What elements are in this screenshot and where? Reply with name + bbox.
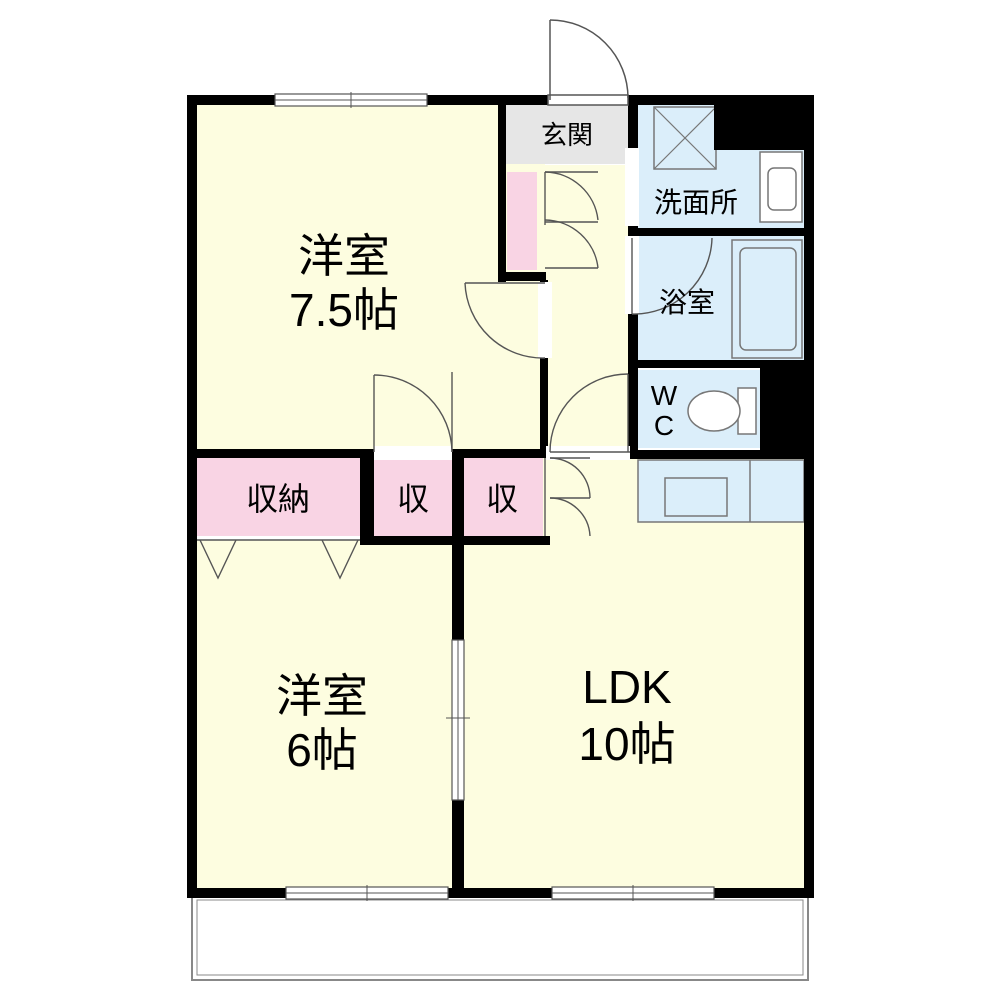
vanity-basin [767, 167, 797, 211]
pan-cross-2 [653, 106, 717, 170]
bathtub [731, 239, 803, 359]
closet-1-label: 収 [397, 481, 429, 517]
storage-label: 収納 [246, 481, 310, 517]
windows [274, 92, 715, 901]
front-door [547, 19, 629, 106]
toilet-bowl [687, 390, 741, 432]
entrance-floor [505, 102, 629, 164]
western-room-1-floor [195, 102, 545, 452]
western-room-2-size: 6帖 [286, 724, 358, 776]
western-room-2-name: 洋室 [276, 670, 368, 722]
entrance-label: 玄関 [541, 120, 593, 150]
ldk-size: 10帖 [578, 718, 675, 770]
hall-closet-floor [507, 172, 537, 270]
closet-2-label: 収 [486, 481, 518, 517]
western-room-1-name: 洋室 [298, 230, 390, 282]
closet-1-floor [374, 458, 452, 536]
toilet-label-c: C [654, 410, 674, 441]
interior-doors [373, 148, 713, 537]
storage-folding-doors [197, 539, 360, 580]
storage-floor [197, 458, 360, 536]
bathroom-label: 浴室 [659, 287, 715, 318]
bathroom-floor [638, 236, 804, 362]
western-room-2-floor [195, 540, 457, 890]
kitchen-counter [637, 459, 805, 523]
washroom-label: 洗面所 [654, 187, 738, 218]
balcony-inner-line [196, 899, 804, 976]
western-room-1-size: 7.5帖 [289, 284, 399, 336]
bathtub-inner [739, 247, 797, 351]
closet-2-floor [463, 458, 543, 536]
balcony [191, 894, 809, 981]
toilet-label-w: W [651, 380, 678, 411]
kitchen-sink [664, 477, 728, 517]
ldk-name: LDK [582, 661, 672, 713]
